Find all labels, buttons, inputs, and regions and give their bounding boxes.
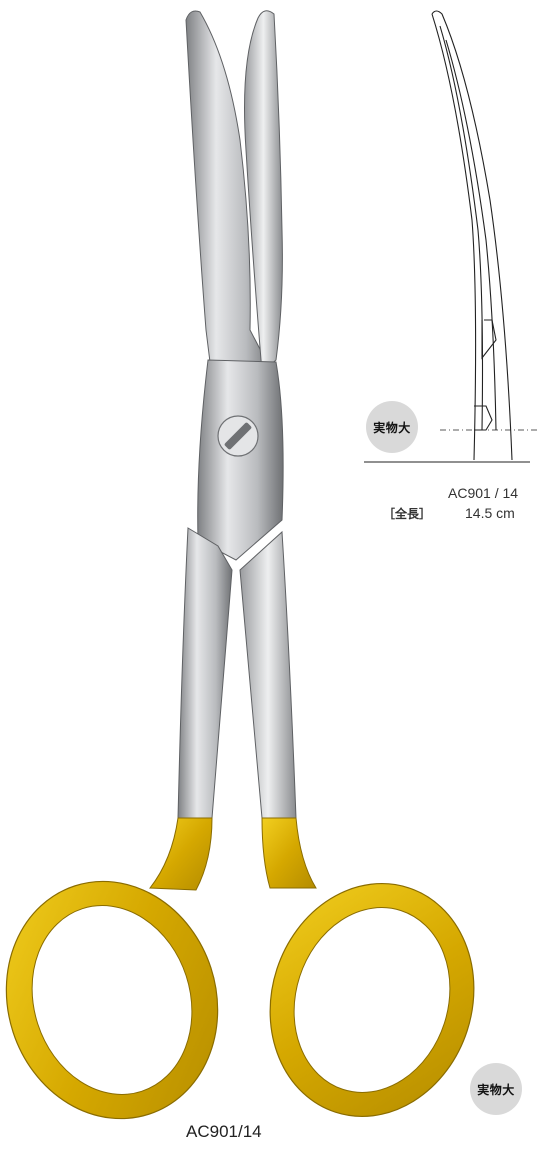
right-blade xyxy=(244,10,283,374)
total-length-value: 14.5 cm xyxy=(465,505,515,521)
actual-size-badge-bottom: 実物大 xyxy=(470,1063,522,1115)
total-length-label: ［全長］ xyxy=(383,507,432,521)
left-gold-shank xyxy=(149,817,213,891)
pivot-screw xyxy=(217,415,259,457)
left-finger-ring xyxy=(5,880,219,1120)
model-number-top: AC901 / 14 xyxy=(448,485,519,501)
model-number-caption: AC901/14 xyxy=(186,1122,262,1141)
pivot-body xyxy=(197,359,284,561)
actual-size-badge-top: 実物大 xyxy=(366,401,418,453)
left-blade xyxy=(185,10,273,401)
right-finger-ring xyxy=(269,882,475,1118)
right-gold-shank xyxy=(261,817,317,889)
